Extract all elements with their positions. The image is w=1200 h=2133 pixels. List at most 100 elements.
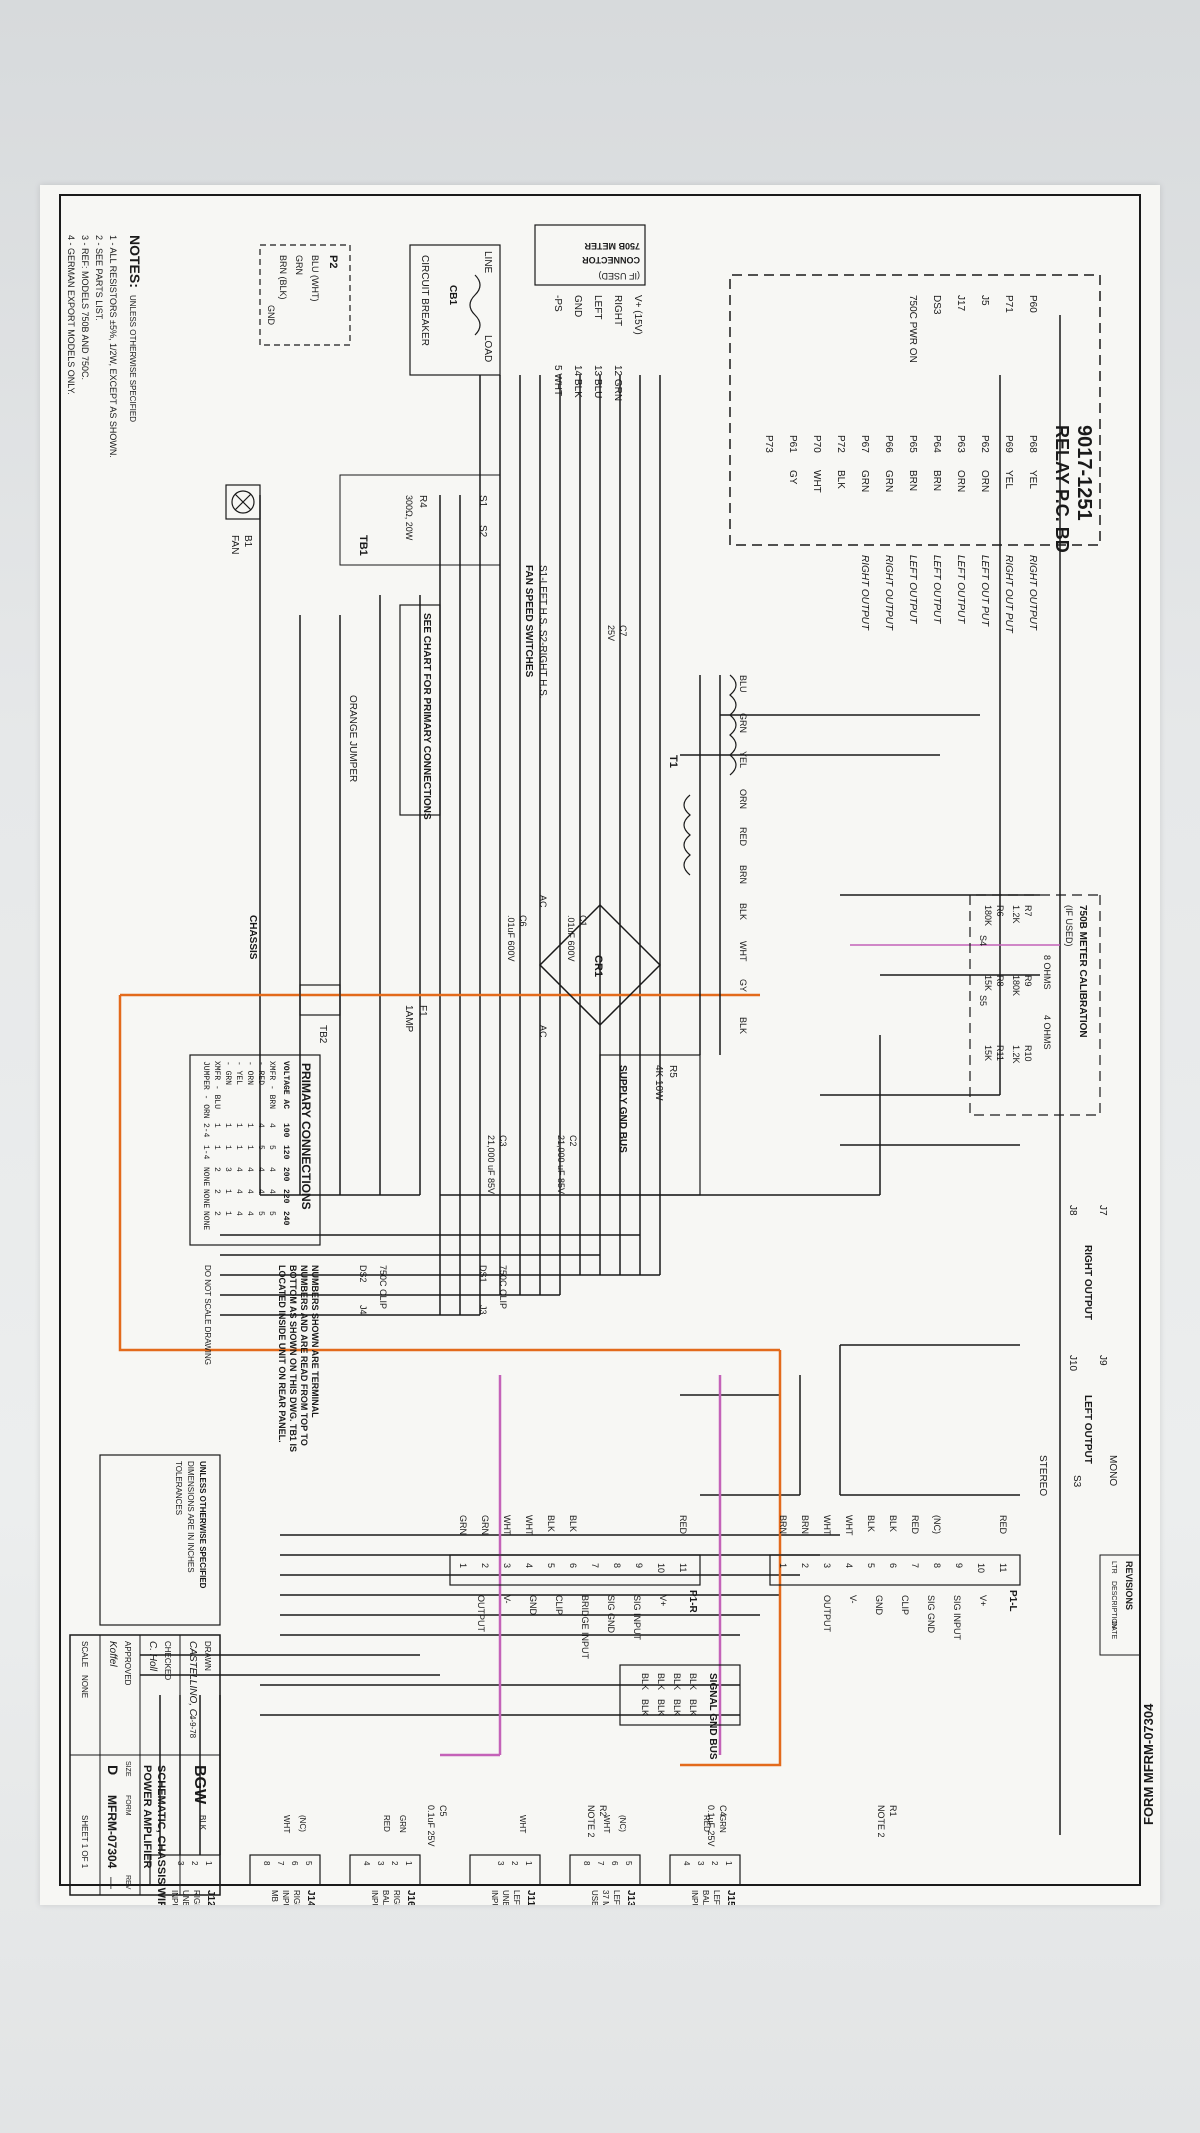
- input-jack-label: LEFT: [712, 1890, 721, 1905]
- p1-function-label: V+: [978, 1595, 988, 1606]
- transformer-tap: WHT: [738, 941, 748, 962]
- svg-text:CB1: CB1: [447, 285, 458, 305]
- svg-text:C4: C4: [718, 1805, 728, 1817]
- transformer-tap: BLK: [738, 1017, 748, 1034]
- primary-table-cell: 1: [223, 1211, 232, 1216]
- company-logo: BGW: [191, 1765, 208, 1805]
- relay-pin-id: P72: [835, 435, 846, 453]
- relay-pin-color: BLK: [835, 470, 846, 489]
- input-jack-label: INPUT: [690, 1890, 699, 1905]
- meter-wire-color: 14 BLK: [572, 365, 583, 398]
- input-jack-pin: 2: [710, 1861, 719, 1866]
- svg-text:STEREO: STEREO: [1037, 1455, 1048, 1496]
- p1-pin-number: 2: [480, 1563, 490, 1568]
- relay-pin-note: RIGHT OUTPUT: [859, 555, 870, 631]
- relay-pin-id: P67: [859, 435, 870, 453]
- primary-table-cell: - ORN: [245, 1061, 254, 1085]
- svg-text:SIGNAL GND BUS: SIGNAL GND BUS: [707, 1673, 718, 1760]
- svg-text:CHECKED: CHECKED: [163, 1641, 172, 1680]
- input-jack-pin: 5: [304, 1861, 313, 1866]
- primary-table-cell: 1: [223, 1189, 232, 1194]
- p1-function-label: SIG GND: [606, 1595, 616, 1634]
- title-block: DRAWN CASTELLINO, C. CHECKED C. Holl APP…: [69, 1634, 221, 1932]
- relay-pin-color: ORN: [979, 470, 990, 492]
- p1l-pins: 11RED1098(NC)7RED6BLK5BLK4WHT3WHT2BRN1BR…: [778, 1515, 1008, 1641]
- p1-function-label: V-: [848, 1595, 858, 1604]
- svg-text:4-9-78: 4-9-78: [188, 1715, 197, 1739]
- p1r-pins: 11RED109876BLK5BLK4WHT3WHT2GRN1GRNV+SIG …: [458, 1515, 688, 1660]
- clip-leds: 750C CLIP DS1 J3 750C CLIP DS2 J4: [358, 1265, 508, 1315]
- svg-text:750B METER: 750B METER: [584, 241, 640, 251]
- svg-text:RIGHT OUTPUT: RIGHT OUTPUT: [1082, 1245, 1093, 1320]
- svg-text:LINE: LINE: [482, 251, 493, 274]
- input-jack-pin: 3: [376, 1861, 385, 1866]
- input-jack-label: RIGHT: [292, 1890, 301, 1905]
- svg-text:S3: S3: [1071, 1475, 1082, 1488]
- svg-text:S4: S4: [978, 935, 988, 946]
- mono-stereo-switch: MONO STEREO S3: [1037, 1455, 1118, 1496]
- input-jack-label: LEFT: [512, 1890, 521, 1905]
- svg-text:REV: REV: [124, 1875, 131, 1890]
- input-jack-pin: 2: [390, 1861, 399, 1866]
- relay-pin-id: P69: [1003, 435, 1014, 453]
- svg-text:300Ω, 20W: 300Ω, 20W: [404, 495, 414, 541]
- input-jack-body: [569, 1854, 641, 1886]
- input-jack-pin: 7: [596, 1861, 605, 1866]
- primary-table-cell: 4: [256, 1123, 265, 1128]
- resistor-value: 1.2K: [1011, 905, 1021, 924]
- input-jack-wire: (NC): [618, 1815, 627, 1832]
- svg-text:NOTE 2: NOTE 2: [586, 1805, 596, 1838]
- input-jack-label: INPUT: [490, 1890, 499, 1905]
- caps-top: C7 25V C1 .01uF 600V C6 .01uF 600V: [506, 625, 628, 962]
- input-jack-label: UNBALANCED: [181, 1890, 190, 1905]
- input-jack-ref: J15: [725, 1890, 736, 1905]
- svg-text:C3: C3: [498, 1135, 508, 1147]
- p1-wire-color: BLK: [568, 1515, 578, 1532]
- meter-pin: GND: [572, 295, 583, 317]
- svg-text:C6: C6: [518, 915, 528, 927]
- input-jack-pin: 4: [362, 1861, 371, 1866]
- input-jack-wire: BLK: [198, 1815, 207, 1831]
- primary-table-cell: XMFR - BLU: [212, 1061, 221, 1109]
- input-jack-pin: 1: [724, 1861, 733, 1866]
- svg-text:8 OHMS: 8 OHMS: [1042, 955, 1052, 990]
- svg-text:—: —: [105, 1877, 119, 1889]
- input-jack-pin: 8: [582, 1861, 591, 1866]
- right-input-jacks: J16RIGHTBALANCEDINPUT1234GRNREDJ14RIGHTI…: [149, 1815, 421, 1945]
- input-jack-label: USED: [590, 1890, 599, 1905]
- svg-text:CASTELLINO, C.: CASTELLINO, C.: [187, 1641, 198, 1719]
- primary-note: SEE CHART FOR PRIMARY CONNECTIONS ORANGE…: [347, 604, 441, 820]
- relay-pin-color: WHT: [811, 470, 822, 493]
- p1-pin-number: 9: [634, 1563, 644, 1568]
- bus-wire-label: BLK: [656, 1699, 666, 1716]
- input-jack-pin: 3: [496, 1861, 505, 1866]
- p1-pin-number: 10: [656, 1563, 666, 1573]
- primary-table-cell: 1: [234, 1123, 243, 1128]
- note-item: 3 - REF: MODELS 750B AND 750C.: [80, 235, 90, 380]
- note-item: 1 - ALL RESISTORS ±5%, 1/2W, EXCEPT AS S…: [108, 235, 118, 458]
- svg-text:ORANGE JUMPER: ORANGE JUMPER: [347, 695, 358, 782]
- svg-text:Koffel: Koffel: [107, 1641, 118, 1667]
- svg-text:S1-LEFT H.S. S2-RIGHT H.S.: S1-LEFT H.S. S2-RIGHT H.S.: [537, 565, 548, 699]
- relay-pin-note: RIGHT OUTPUT: [883, 555, 894, 631]
- svg-text:LOAD: LOAD: [482, 335, 493, 362]
- svg-text:TOLERANCES: TOLERANCES: [174, 1461, 183, 1515]
- input-jack-wire: GRN: [718, 1815, 727, 1833]
- input-jack-wire: WHT: [602, 1815, 611, 1833]
- bus-wire-label: BLK: [672, 1699, 682, 1716]
- svg-text:B1: B1: [242, 535, 253, 548]
- primary-table-cell: 5: [267, 1211, 276, 1216]
- relay-misc-label: DS3: [931, 295, 942, 315]
- svg-text:J3: J3: [478, 1305, 488, 1315]
- input-jack-label: LEFT INPUT: [612, 1890, 621, 1905]
- primary-table-cell: 1-4: [201, 1145, 210, 1160]
- p1-wire-color: RED: [910, 1515, 920, 1535]
- relay-pin-id: P70: [811, 435, 822, 453]
- input-jack-ref: J11: [525, 1890, 536, 1905]
- primary-table-cell: 4: [267, 1189, 276, 1194]
- note-item: 2 - SEE PARTS LIST.: [94, 235, 104, 321]
